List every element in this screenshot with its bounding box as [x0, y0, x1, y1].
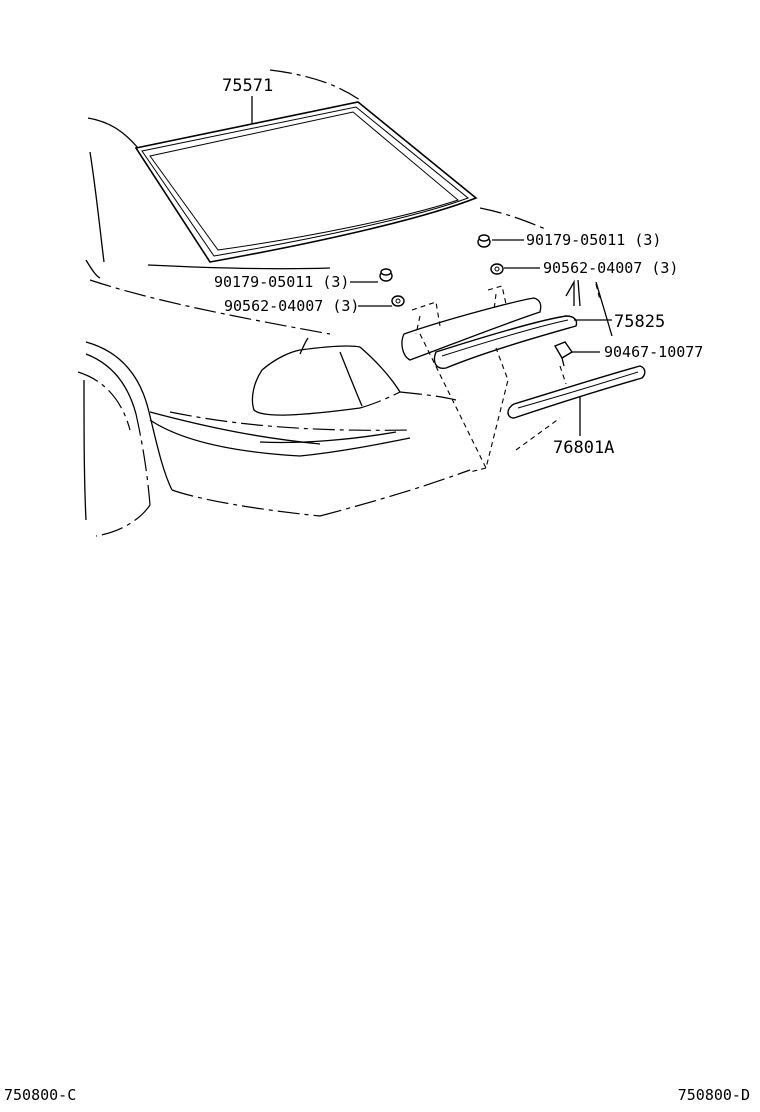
label-76801A: 76801A [553, 438, 614, 458]
garnish-75825[interactable] [401, 297, 578, 369]
screw-part[interactable] [553, 341, 574, 367]
label-clip-a-right: 90179-05011 (3) [526, 231, 661, 249]
label-clip-b-right: 90562-04007 (3) [543, 259, 678, 277]
lamp-cover-76801A[interactable] [507, 365, 646, 419]
label-90467-10077: 90467-10077 [604, 343, 703, 361]
footer-right-code: 750800-D [677, 1086, 750, 1104]
car-body-outline [77, 69, 549, 537]
leader-lines [251, 96, 613, 436]
label-clip-b-left: 90562-04007 (3) [224, 297, 359, 315]
footer-left-code: 750800-C [4, 1086, 77, 1104]
clip-left-lower[interactable] [391, 295, 405, 307]
installation-guides [411, 283, 601, 473]
clip-left-upper[interactable] [379, 268, 393, 282]
rear-window-glass[interactable] [134, 101, 478, 263]
label-75571: 75571 [222, 76, 273, 96]
label-75825: 75825 [614, 312, 665, 332]
label-clip-a-left: 90179-05011 (3) [214, 273, 349, 291]
clip-right-upper[interactable] [477, 234, 491, 248]
clip-right-lower[interactable] [490, 263, 504, 275]
